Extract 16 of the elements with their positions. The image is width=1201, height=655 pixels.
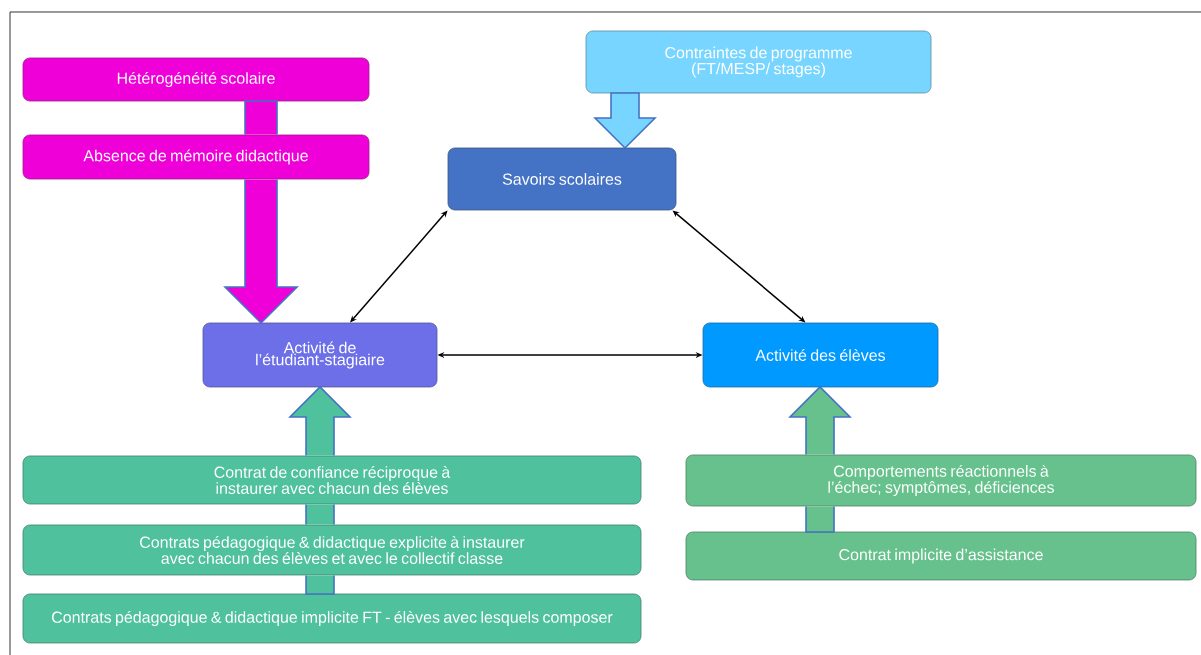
block-arrow [593, 92, 657, 150]
rounded-box: Contrat implicite d’assistance [685, 531, 1197, 581]
rounded-box: Hétérogénéité scolaire [22, 57, 370, 102]
rounded-box: Absence de mémoire didactique [22, 134, 370, 180]
double-arrow [350, 210, 448, 323]
rounded-box: Savoirs scolaires [447, 147, 677, 211]
rounded-box: Contrats pédagogique & didactique implicite FT - élèves avec lesquels composer [22, 593, 642, 644]
block-arrow [223, 100, 299, 325]
block-arrow [288, 385, 352, 595]
rounded-box: Contrats pédagogique & didactique explicite à instaurer avec chacun des élèves et avec le collectif classe [22, 524, 642, 576]
block-arrow [788, 385, 852, 533]
rounded-box: Contrat de confiance réciproque à instaurer avec chacun des élèves [22, 455, 642, 505]
rounded-box: Activité des élèves [702, 322, 939, 388]
rounded-box: Comportements réactionnels à l’échec; symptômes, déficiences [685, 454, 1197, 507]
rounded-box: Activité de l’étudiant-stagiaire [202, 322, 438, 388]
rounded-box: Contraintes de programme (FT/MESP/ stages) [585, 30, 932, 94]
